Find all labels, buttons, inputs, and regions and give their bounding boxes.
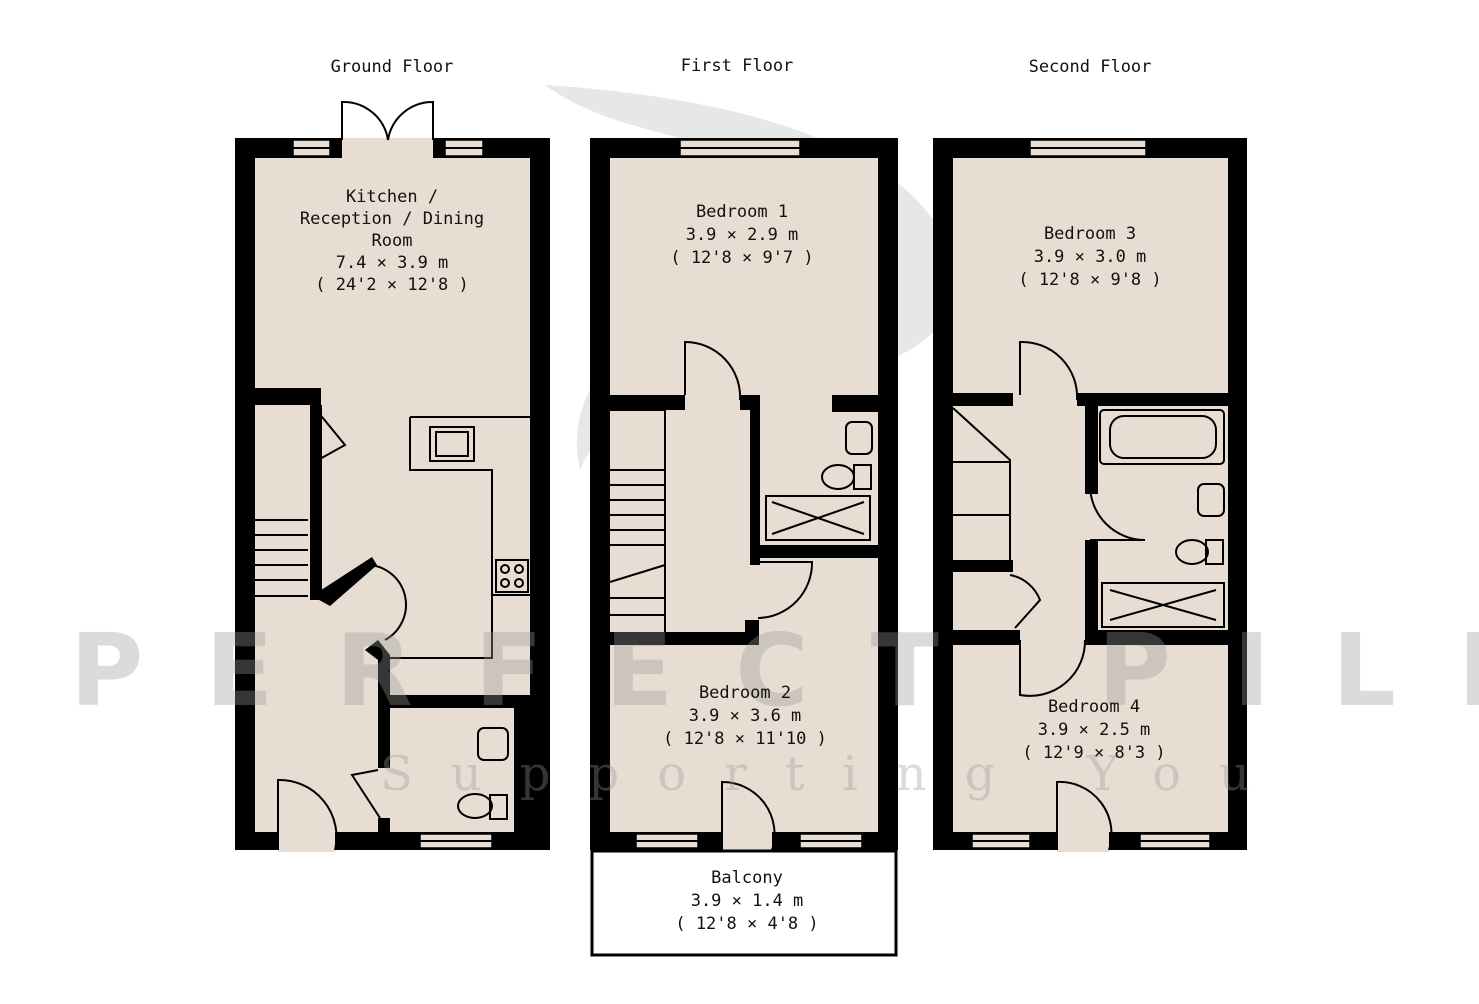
room-label-bedroom-2: Bedroom 2 3.9 × 3.6 m ( 12'8 × 11'10 ): [663, 683, 827, 749]
room-label-balcony: Balcony 3.9 × 1.4 m ( 12'8 × 4'8 ): [675, 868, 818, 934]
french-doors-icon: [341, 100, 434, 141]
room-size-metric: 3.9 × 2.5 m: [1038, 720, 1151, 740]
room-name: Bedroom 4: [1048, 697, 1140, 717]
room-name: Room: [372, 231, 413, 251]
room-size-metric: 3.9 × 1.4 m: [691, 891, 804, 911]
room-name: Bedroom 2: [699, 683, 791, 703]
shower-icon: [1101, 582, 1225, 628]
room-size-metric: 3.9 × 2.9 m: [686, 225, 799, 245]
balcony-door-icon: [721, 780, 776, 851]
ground-floor-plan: [235, 100, 550, 852]
room-label-bedroom-4: Bedroom 4 3.9 × 2.5 m ( 12'9 × 8'3 ): [1022, 697, 1165, 763]
ground-floor-title: Ground Floor: [331, 57, 454, 77]
room-name: Balcony: [711, 868, 783, 888]
second-floor-title: Second Floor: [1029, 57, 1152, 77]
bath-icon: [1099, 409, 1225, 465]
room-label-bedroom-3: Bedroom 3 3.9 × 3.0 m ( 12'8 × 9'8 ): [1018, 224, 1161, 290]
shower-icon: [765, 495, 871, 541]
hob-icon: [495, 559, 529, 593]
room-size-imperial: ( 12'8 × 9'8 ): [1018, 270, 1161, 290]
room-name: Bedroom 1: [696, 202, 788, 222]
toilet-icon: [457, 793, 493, 819]
first-floor-plan: [590, 138, 898, 957]
room-size-imperial: ( 12'9 × 8'3 ): [1022, 743, 1165, 763]
front-door-icon: [277, 778, 338, 851]
room-size-metric: 7.4 × 3.9 m: [336, 253, 449, 273]
room-size-imperial: ( 24'2 × 12'8 ): [315, 275, 469, 295]
room-name: Bedroom 3: [1044, 224, 1136, 244]
room-size-imperial: ( 12'8 × 4'8 ): [675, 914, 818, 934]
watermark-brand: PERFECT PILLARS: [70, 612, 1479, 729]
watermark-tagline: Supporting You: [380, 746, 1288, 802]
sink-icon: [429, 426, 475, 462]
second-floor-plan: [933, 138, 1247, 852]
room-size-imperial: ( 12'8 × 9'7 ): [670, 248, 813, 268]
basin-icon: [845, 421, 873, 455]
first-floor-title: First Floor: [681, 56, 794, 76]
room-label-kitchen: Kitchen / Reception / Dining Room 7.4 × …: [300, 187, 484, 295]
toilet-icon: [1175, 539, 1209, 565]
room-size-imperial: ( 12'8 × 11'10 ): [663, 729, 827, 749]
balcony: [590, 849, 898, 957]
room-label-bedroom-1: Bedroom 1 3.9 × 2.9 m ( 12'8 × 9'7 ): [670, 202, 813, 268]
basin-icon: [1197, 483, 1225, 517]
room-name: Kitchen /: [346, 187, 438, 207]
room-size-metric: 3.9 × 3.6 m: [689, 706, 802, 726]
room-size-metric: 3.9 × 3.0 m: [1034, 247, 1147, 267]
room-name: Reception / Dining: [300, 209, 484, 229]
basin-icon: [477, 727, 509, 761]
